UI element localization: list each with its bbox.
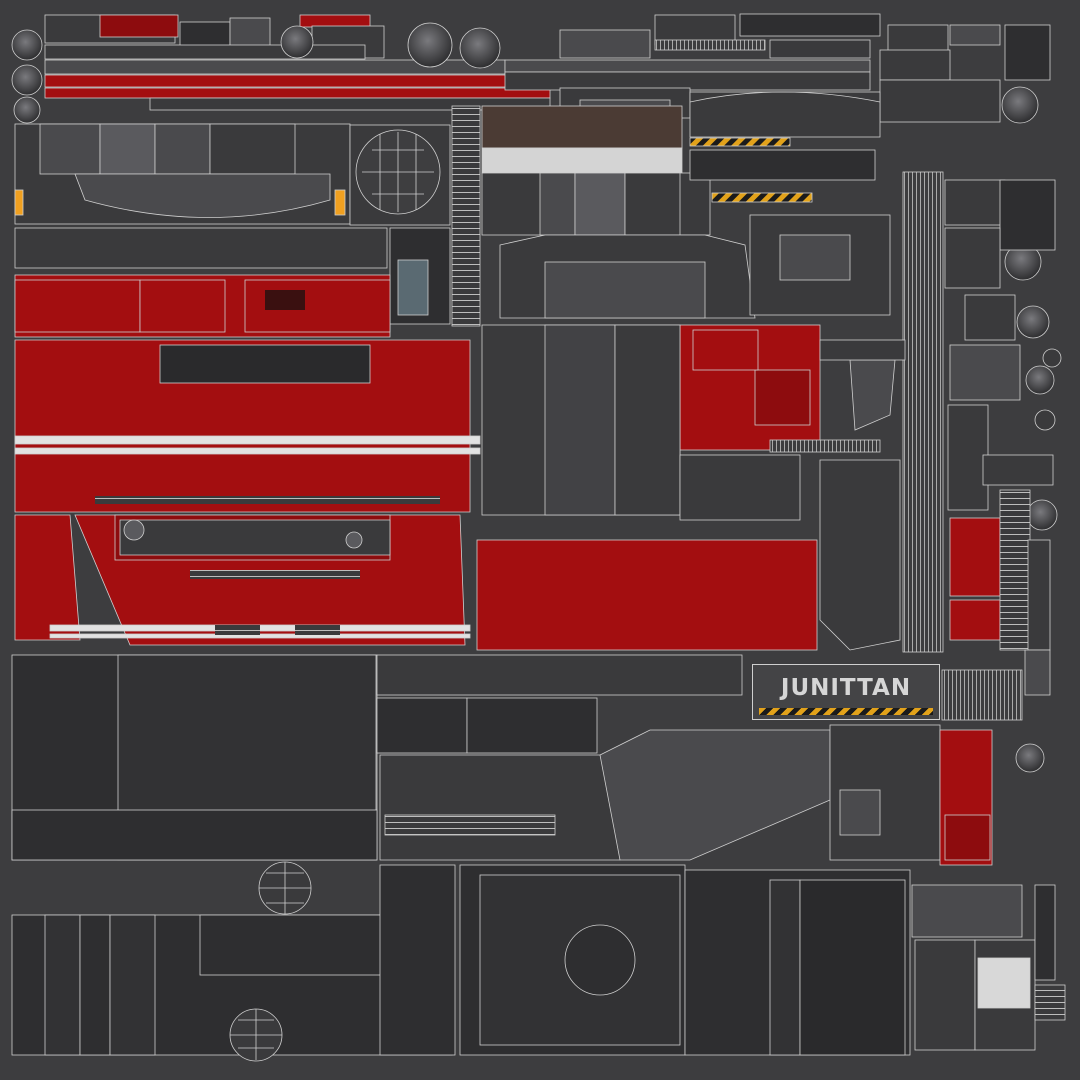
red-hull-panels <box>14 274 821 651</box>
top-hazard-stripes <box>654 39 813 203</box>
wire-domes <box>229 348 1062 1062</box>
upper-left-panels <box>14 105 481 327</box>
lower-right-panels <box>459 864 1066 1056</box>
right-column-panels <box>902 171 1056 696</box>
center-dark-panels <box>481 324 906 651</box>
brand-text: JUNITTAN <box>780 675 912 701</box>
hazard-stripe <box>759 708 933 715</box>
red-hull-vent-slots <box>95 496 440 635</box>
brand-decal-panel: JUNITTAN <box>752 664 940 720</box>
upper-center-panels <box>481 91 891 319</box>
lower-left-panels <box>11 654 456 1056</box>
lower-center-panels <box>376 654 1023 866</box>
top-strip-discs <box>11 22 1058 773</box>
